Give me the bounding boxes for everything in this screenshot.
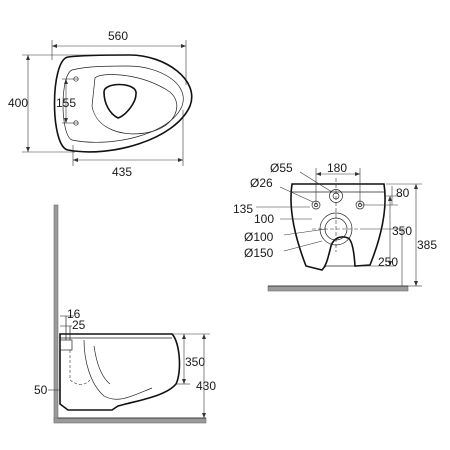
back-view-floor bbox=[267, 285, 409, 292]
side-view-wall bbox=[53, 204, 59, 423]
back-diameter-55: Ø55 bbox=[270, 161, 293, 175]
top-rim-length-label: 435 bbox=[112, 165, 132, 179]
back-diameter-150: Ø150 bbox=[244, 246, 274, 260]
side-view-outline bbox=[59, 333, 181, 411]
side-view: 16 25 50 350 430 bbox=[34, 204, 216, 424]
top-width-label: 560 bbox=[108, 29, 128, 43]
back-dim-180: 180 bbox=[327, 161, 347, 175]
side-view-floor bbox=[53, 417, 207, 424]
back-view: 180 Ø55 Ø26 80 135 100 Ø100 Ø150 350 bbox=[233, 161, 437, 292]
back-dim-80: 80 bbox=[396, 186, 410, 200]
side-dim-25: 25 bbox=[72, 318, 86, 332]
top-view: 560 400 155 435 bbox=[8, 29, 193, 179]
side-dim-16: 16 bbox=[67, 307, 81, 321]
side-dim-350: 350 bbox=[185, 355, 205, 369]
top-depth-label: 400 bbox=[8, 96, 28, 110]
side-dim-430: 430 bbox=[196, 379, 216, 393]
bowl-outline bbox=[53, 54, 193, 153]
bowl-opening bbox=[103, 83, 137, 119]
back-dim-385: 385 bbox=[417, 238, 437, 252]
back-dim-250: 250 bbox=[378, 255, 398, 269]
back-dim-100: 100 bbox=[254, 212, 274, 226]
back-diameter-100: Ø100 bbox=[244, 230, 274, 244]
side-dim-50: 50 bbox=[34, 383, 48, 397]
back-dim-135: 135 bbox=[233, 202, 253, 216]
back-diameter-26: Ø26 bbox=[250, 176, 273, 190]
back-view-outline bbox=[290, 183, 386, 271]
top-fixing-spacing-label: 155 bbox=[56, 96, 76, 110]
